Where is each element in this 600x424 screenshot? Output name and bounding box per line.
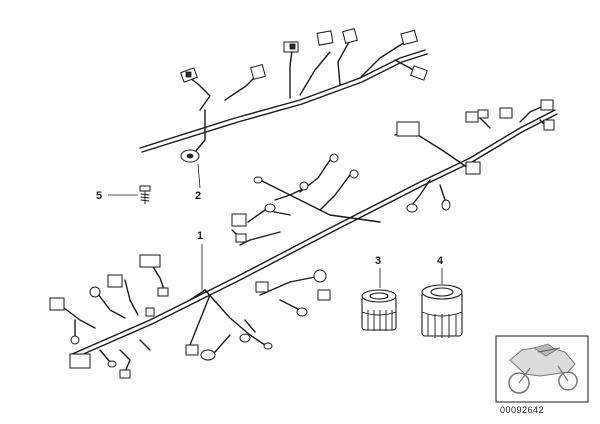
label-group-2: 2 <box>195 163 201 202</box>
label-group-1: 1 <box>197 230 203 290</box>
label-group-5: 5 <box>96 190 138 202</box>
part-label-1: 1 <box>197 230 203 242</box>
part-label-5: 5 <box>96 190 102 202</box>
part-label-2: 2 <box>195 190 201 202</box>
protective-cap-large[interactable] <box>421 284 463 338</box>
label-group-4: 4 <box>437 255 444 284</box>
main-wiring-harness[interactable] <box>49 99 558 379</box>
protective-cap[interactable] <box>361 289 397 331</box>
leader-line-2 <box>197 163 201 189</box>
label-group-3: 3 <box>375 255 381 288</box>
reference-number: 00092642 <box>500 405 544 415</box>
motorcycle-icon <box>508 343 578 394</box>
reference-thumbnail: 00092642 <box>495 335 589 415</box>
upper-wiring-harness[interactable] <box>139 28 428 163</box>
part-label-4: 4 <box>437 255 444 267</box>
part-label-3: 3 <box>375 255 381 267</box>
screw[interactable] <box>139 185 151 205</box>
